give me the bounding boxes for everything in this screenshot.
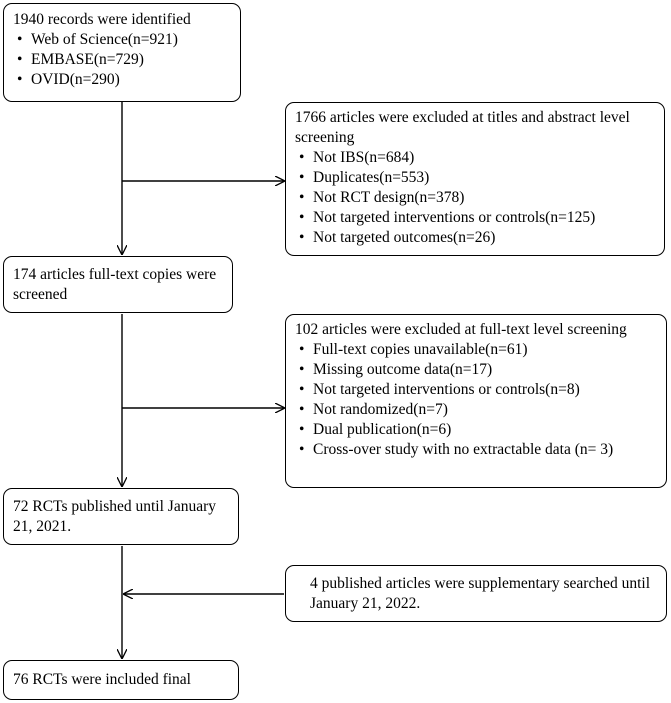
list-item: Not IBS(n=684) <box>295 148 656 168</box>
box-heading: 1940 records were identified <box>13 11 191 28</box>
box-excluded-titles: 1766 articles were excluded at titles an… <box>285 102 665 256</box>
list-item: Duplicates(n=553) <box>295 168 656 188</box>
box-included-final: 76 RCTs were included final <box>3 660 239 700</box>
list-item: Not targeted interventions or controls(n… <box>295 208 656 228</box>
box-heading: 174 articles full-text copies were scree… <box>13 266 217 303</box>
exclusion-list: Full-text copies unavailable(n=61) Missi… <box>295 340 658 460</box>
list-item: Full-text copies unavailable(n=61) <box>295 340 658 360</box>
list-item: Not randomized(n=7) <box>295 400 658 420</box>
list-item: Web of Science(n=921) <box>13 30 232 50</box>
list-item: Not RCT design(n=378) <box>295 188 656 208</box>
box-excluded-fulltext: 102 articles were excluded at full-text … <box>285 314 667 488</box>
source-list: Web of Science(n=921) EMBASE(n=729) OVID… <box>13 30 232 90</box>
list-item: Missing outcome data(n=17) <box>295 360 658 380</box>
box-heading: 102 articles were excluded at full-text … <box>295 321 627 338</box>
list-item: EMBASE(n=729) <box>13 50 232 70</box>
box-records-identified: 1940 records were identified Web of Scie… <box>3 3 241 102</box>
box-heading: 76 RCTs were included final <box>13 671 191 688</box>
box-heading: 4 published articles were supplementary … <box>310 575 651 612</box>
list-item: Dual publication(n=6) <box>295 420 658 440</box>
list-item: Not targeted outcomes(n=26) <box>295 228 656 248</box>
box-supplementary-search: 4 published articles were supplementary … <box>285 565 667 622</box>
box-heading: 1766 articles were excluded at titles an… <box>295 109 630 146</box>
list-item: Cross-over study with no extractable dat… <box>295 440 658 460</box>
list-item: OVID(n=290) <box>13 70 232 90</box>
box-heading: 72 RCTs published until January 21, 2021… <box>13 498 216 535</box>
exclusion-list: Not IBS(n=684) Duplicates(n=553) Not RCT… <box>295 148 656 248</box>
box-fulltext-screened: 174 articles full-text copies were scree… <box>3 256 233 313</box>
box-rcts-published: 72 RCTs published until January 21, 2021… <box>3 488 239 545</box>
list-item: Not targeted interventions or controls(n… <box>295 380 658 400</box>
